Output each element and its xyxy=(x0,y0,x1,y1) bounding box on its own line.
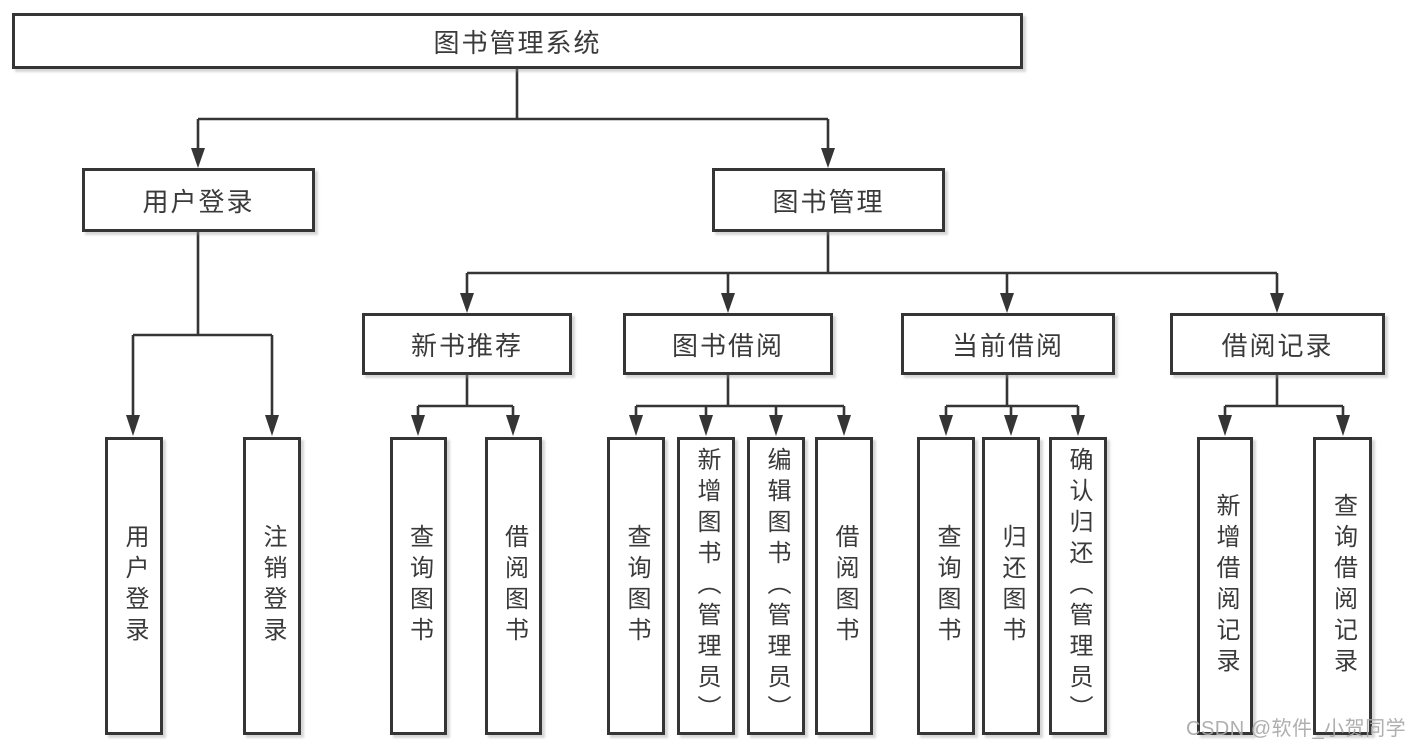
arrow-down-icon xyxy=(821,148,835,168)
arrow-down-icon xyxy=(265,415,279,436)
arrow-down-icon xyxy=(126,415,140,436)
leaf-borrow-books-borrowing: 借阅图书 xyxy=(815,437,873,735)
arrowheads xyxy=(126,148,1350,436)
leaf-add-books-admin: 新增图书（管理员） xyxy=(677,437,735,735)
leaf-return-books: 归还图书 xyxy=(982,437,1040,735)
leaf-label: 新增图书（管理员） xyxy=(693,446,720,726)
leaf-label: 查询图书 xyxy=(405,524,433,648)
leaf-edit-books-admin: 编辑图书（管理员） xyxy=(747,437,805,735)
arrow-down-icon xyxy=(1270,293,1284,313)
leaf-label: 归还图书 xyxy=(998,524,1025,648)
node-borrowing-records: 借阅记录 xyxy=(1170,313,1385,375)
leaf-label: 借阅图书 xyxy=(831,524,858,648)
arrow-down-icon xyxy=(837,415,851,436)
leaf-label: 查询图书 xyxy=(623,524,650,648)
leaf-label: 编辑图书（管理员） xyxy=(763,446,790,726)
arrow-down-icon xyxy=(191,148,205,168)
leaf-confirm-return-admin: 确认归还（管理员） xyxy=(1049,437,1107,735)
arrow-down-icon xyxy=(629,415,643,436)
arrow-down-icon xyxy=(1000,293,1014,313)
leaf-user-login: 用户登录 xyxy=(105,437,163,735)
leaf-logout: 注销登录 xyxy=(243,437,301,735)
leaf-query-borrow-record: 查询借阅记录 xyxy=(1313,437,1372,735)
leaf-label: 确认归还（管理员） xyxy=(1065,446,1092,726)
arrow-down-icon xyxy=(506,415,520,436)
arrow-down-icon xyxy=(699,415,713,436)
leaf-label: 查询借阅记录 xyxy=(1329,493,1357,679)
leaf-label: 用户登录 xyxy=(121,524,148,648)
arrow-down-icon xyxy=(1218,415,1232,436)
leaf-borrow-books-recommend: 借阅图书 xyxy=(485,437,542,735)
leaf-add-borrow-record: 新增借阅记录 xyxy=(1197,437,1253,735)
arrow-down-icon xyxy=(411,415,425,436)
arrow-down-icon xyxy=(721,293,735,313)
leaf-query-books-current: 查询图书 xyxy=(917,437,975,735)
arrow-down-icon xyxy=(1071,415,1085,436)
node-new-book-recommend: 新书推荐 xyxy=(362,313,572,375)
node-user-login: 用户登录 xyxy=(82,168,315,232)
leaf-query-books-borrowing: 查询图书 xyxy=(607,437,665,735)
tree-edges xyxy=(131,66,1345,423)
node-current-borrowing: 当前借阅 xyxy=(901,313,1115,375)
leaf-label: 借阅图书 xyxy=(500,524,528,648)
arrow-down-icon xyxy=(769,415,783,436)
leaf-label: 查询图书 xyxy=(933,524,960,648)
leaf-label: 注销登录 xyxy=(259,524,286,648)
arrow-down-icon xyxy=(939,415,953,436)
node-root: 图书管理系统 xyxy=(12,13,1023,69)
watermark: CSDN @软件_小贺同学 xyxy=(1186,718,1405,740)
leaf-query-books-recommend: 查询图书 xyxy=(390,437,447,735)
arrow-down-icon xyxy=(1004,415,1018,436)
arrow-down-icon xyxy=(460,293,474,313)
node-book-management: 图书管理 xyxy=(712,168,945,232)
leaf-label: 新增借阅记录 xyxy=(1212,493,1239,679)
arrow-down-icon xyxy=(1336,415,1350,436)
node-book-borrowing: 图书借阅 xyxy=(623,313,833,375)
